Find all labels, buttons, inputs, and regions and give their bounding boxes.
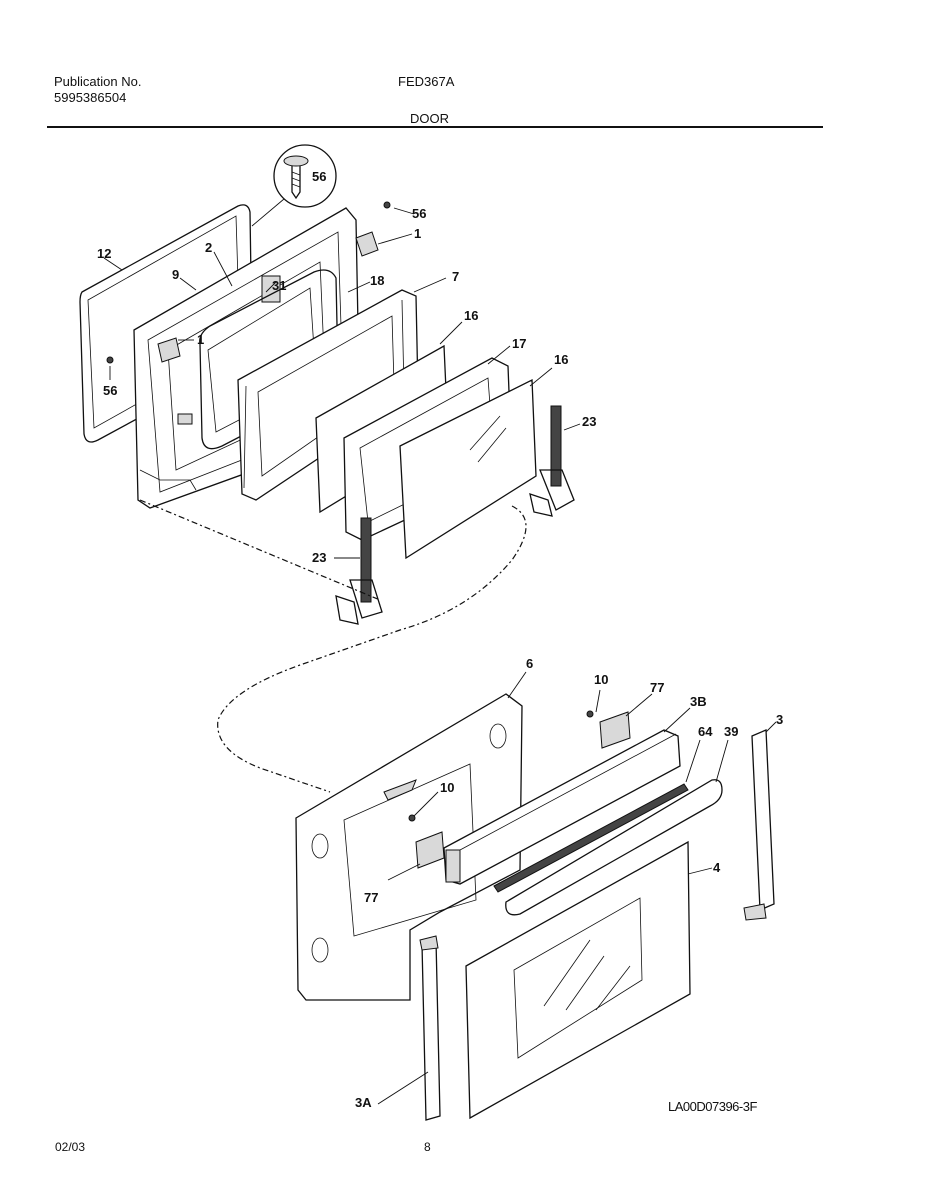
callout-12: 12 [97, 246, 111, 261]
callout-77-top: 77 [650, 680, 664, 695]
door-hinge-right [529, 405, 575, 517]
screw-56-left [106, 356, 114, 364]
assembly-connector [217, 505, 527, 793]
screw-detail-circle [251, 144, 337, 227]
handle-seal [493, 783, 689, 893]
outer-door-panel [295, 693, 523, 1001]
door-hinge-left [335, 517, 383, 625]
section-title: DOOR [410, 111, 449, 126]
callout-23-left: 23 [312, 550, 326, 565]
leader-lines [103, 207, 777, 1105]
bracket-1-top [355, 231, 379, 257]
page-number: 8 [424, 1140, 431, 1154]
handle-extrusion [443, 729, 681, 885]
callout-77-mid: 77 [364, 890, 378, 905]
callout-56-detail: 56 [312, 169, 326, 184]
side-trim-right [743, 729, 775, 921]
dashed-guide-upper [139, 499, 381, 601]
callout-4: 4 [713, 860, 721, 875]
publication-number: 5995386504 [54, 90, 127, 105]
publication-label: Publication No. [54, 74, 142, 89]
callout-64: 64 [698, 724, 713, 739]
callout-7: 7 [452, 269, 459, 284]
callout-56-top: 56 [412, 206, 426, 221]
callout-31: 31 [272, 278, 286, 293]
outer-window-glass [465, 840, 691, 1120]
callout-39: 39 [724, 724, 738, 739]
callout-9: 9 [172, 267, 179, 282]
screw-56-top [383, 201, 391, 209]
callout-23-right: 23 [582, 414, 596, 429]
callout-3B: 3B [690, 694, 707, 709]
callout-16-b: 16 [554, 352, 568, 367]
callout-16-a: 16 [464, 308, 478, 323]
bracket-1-left [157, 337, 181, 363]
footer-date: 02/03 [55, 1140, 86, 1154]
callout-6: 6 [526, 656, 533, 671]
callout-3A: 3A [355, 1095, 372, 1110]
hinge-bracket-top [586, 710, 631, 749]
glass-pane-16b [399, 378, 537, 560]
callout-10-top: 10 [594, 672, 608, 687]
callout-1-top: 1 [414, 226, 421, 241]
callout-56-left: 56 [103, 383, 117, 398]
model-number: FED367A [398, 74, 455, 89]
callout-18: 18 [370, 273, 384, 288]
callout-3: 3 [776, 712, 783, 727]
callout-17: 17 [512, 336, 526, 351]
hinge-bracket-mid [408, 814, 445, 869]
side-trim-left [419, 935, 441, 1121]
callout-10-mid: 10 [440, 780, 454, 795]
callout-1-left: 1 [197, 332, 204, 347]
handle-trim [505, 779, 723, 916]
header-rule [47, 126, 823, 128]
callout-2: 2 [205, 240, 212, 255]
drawing-id: LA00D07396-3F [668, 1099, 757, 1114]
